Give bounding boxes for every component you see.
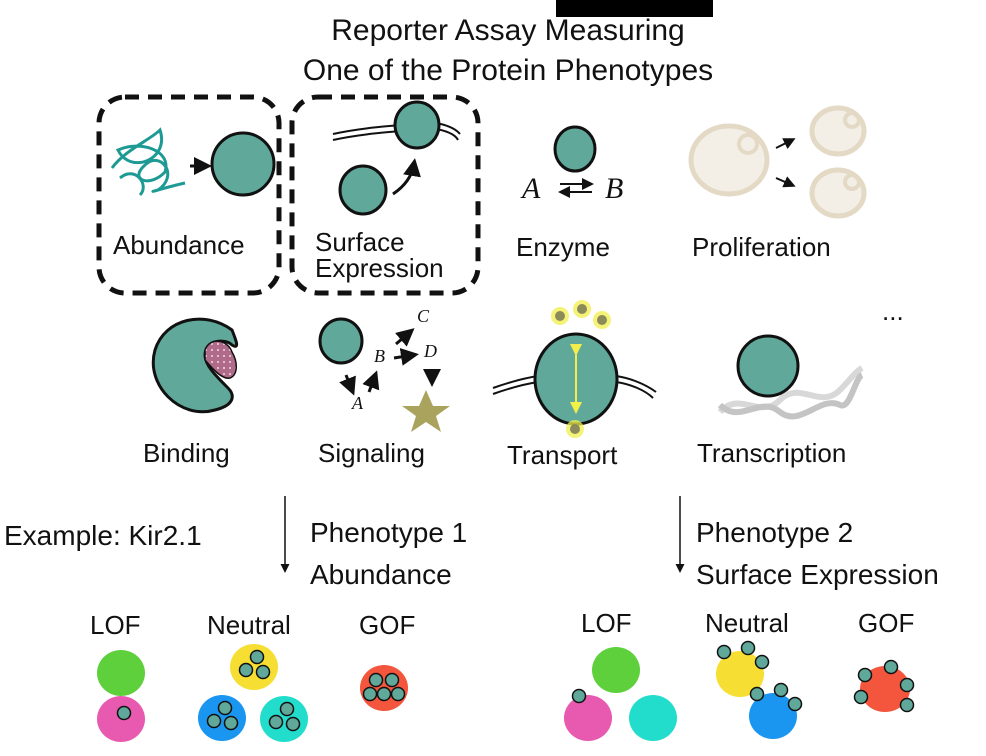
protein-dot [362,686,378,702]
protein-dot [116,705,132,721]
cell-b1-lof-2 [97,696,145,742]
label-transcription: Transcription [697,438,847,468]
protein-dot [390,686,406,702]
cell-division-icon [688,105,867,219]
cell-body [716,651,764,697]
signaling-node-c: C [417,306,430,326]
cell-b2-gof-1 [853,659,915,713]
cell-body [564,695,612,741]
cell-b1-gof-1 [360,665,408,711]
protein-dot [749,686,765,702]
protein-dot [716,644,732,660]
label-proliferation: Proliferation [692,232,831,262]
protein-dot [883,659,899,675]
protein-dot [571,688,587,704]
trafficking-arrow-icon [392,158,421,196]
cytosolic-protein-icon [338,164,388,216]
signaling-node-a: A [352,393,363,413]
cell-body [749,693,797,739]
folded-protein-icon [210,131,276,197]
protein-dot [279,701,295,717]
protein-dot [238,662,254,678]
protein-dot [376,686,392,702]
cell-body [629,695,677,741]
protein-dot [899,677,915,693]
cell-body [592,647,640,693]
signaling-protein-icon [318,317,364,365]
redaction-bar [556,0,713,17]
label-signaling: Signaling [318,438,425,468]
label-expression: Expression [315,253,444,283]
b2-neutral-label: Neutral [705,608,789,638]
protein-dot [853,689,869,705]
example-label: Example: Kir2.1 [4,520,202,551]
b2-lof-label: LOF [581,608,632,638]
label-transport: Transport [507,440,618,470]
protein-dot [206,713,222,729]
protein-dot [268,714,284,730]
protein-dot [773,682,789,698]
enzyme-product-label: B [605,172,624,205]
b1-gof-label: GOF [359,610,416,640]
enzyme-substrate-label: A [522,172,541,205]
unfolded-protein-icon [110,127,186,197]
surface-protein-icon [393,100,441,150]
protein-dot [249,649,265,665]
protein-dot [223,715,239,731]
enzyme-protein-icon [553,125,597,173]
branch1-line1: Phenotype 1 [310,517,468,548]
branch1-line2: Abundance [310,559,452,590]
b2-gof-label: GOF [858,608,915,638]
surface-expression-highlight-box [289,94,481,296]
signaling-arrows [339,328,441,396]
b1-lof-label: LOF [90,610,141,640]
cell-b2-lof-1 [592,647,640,693]
label-surface-expression: Surface Expression [315,229,444,281]
b1-neutral-label: Neutral [207,610,291,640]
cell-b1-neutral-3 [260,696,308,742]
signaling-node-b: B [374,346,385,366]
more-ellipsis: ... [882,296,904,326]
protein-dot [285,716,301,732]
title-line-1: Reporter Assay Measuring [331,14,685,47]
signaling-node-d: D [424,341,437,361]
membrane-transporter-icon [492,300,657,438]
cell-body [860,666,910,712]
branch2-line1: Phenotype 2 [696,517,854,548]
protein-dot [384,672,400,688]
signaling-output-star-icon [402,390,450,432]
protein-dot [368,672,384,688]
label-surface: Surface [315,227,405,257]
protein-ligand-binding-icon [151,317,239,414]
cell-body [97,650,145,696]
cell-b1-neutral-2 [198,695,246,741]
cell-b2-lof-3 [629,695,677,741]
cell-b2-neutral-2 [749,682,803,739]
label-binding: Binding [143,438,230,468]
protein-dot [217,700,233,716]
label-enzyme: Enzyme [516,232,610,262]
abundance-highlight-box [96,94,282,296]
protein-dot [740,640,756,656]
protein-dna-icon [717,334,865,420]
cell-b2-neutral-1 [716,640,770,697]
protein-dot [857,667,873,683]
protein-dot [754,654,770,670]
cell-b1-lof-1 [97,650,145,696]
protein-dot [787,696,803,712]
cell-b2-lof-2 [564,688,612,741]
label-abundance: Abundance [113,230,245,260]
branch2-line2: Surface Expression [696,559,939,590]
protein-dot [899,697,915,713]
cell-b1-neutral-1 [230,644,278,690]
title-line-2: One of the Protein Phenotypes [302,54,714,87]
protein-dot [255,664,271,680]
